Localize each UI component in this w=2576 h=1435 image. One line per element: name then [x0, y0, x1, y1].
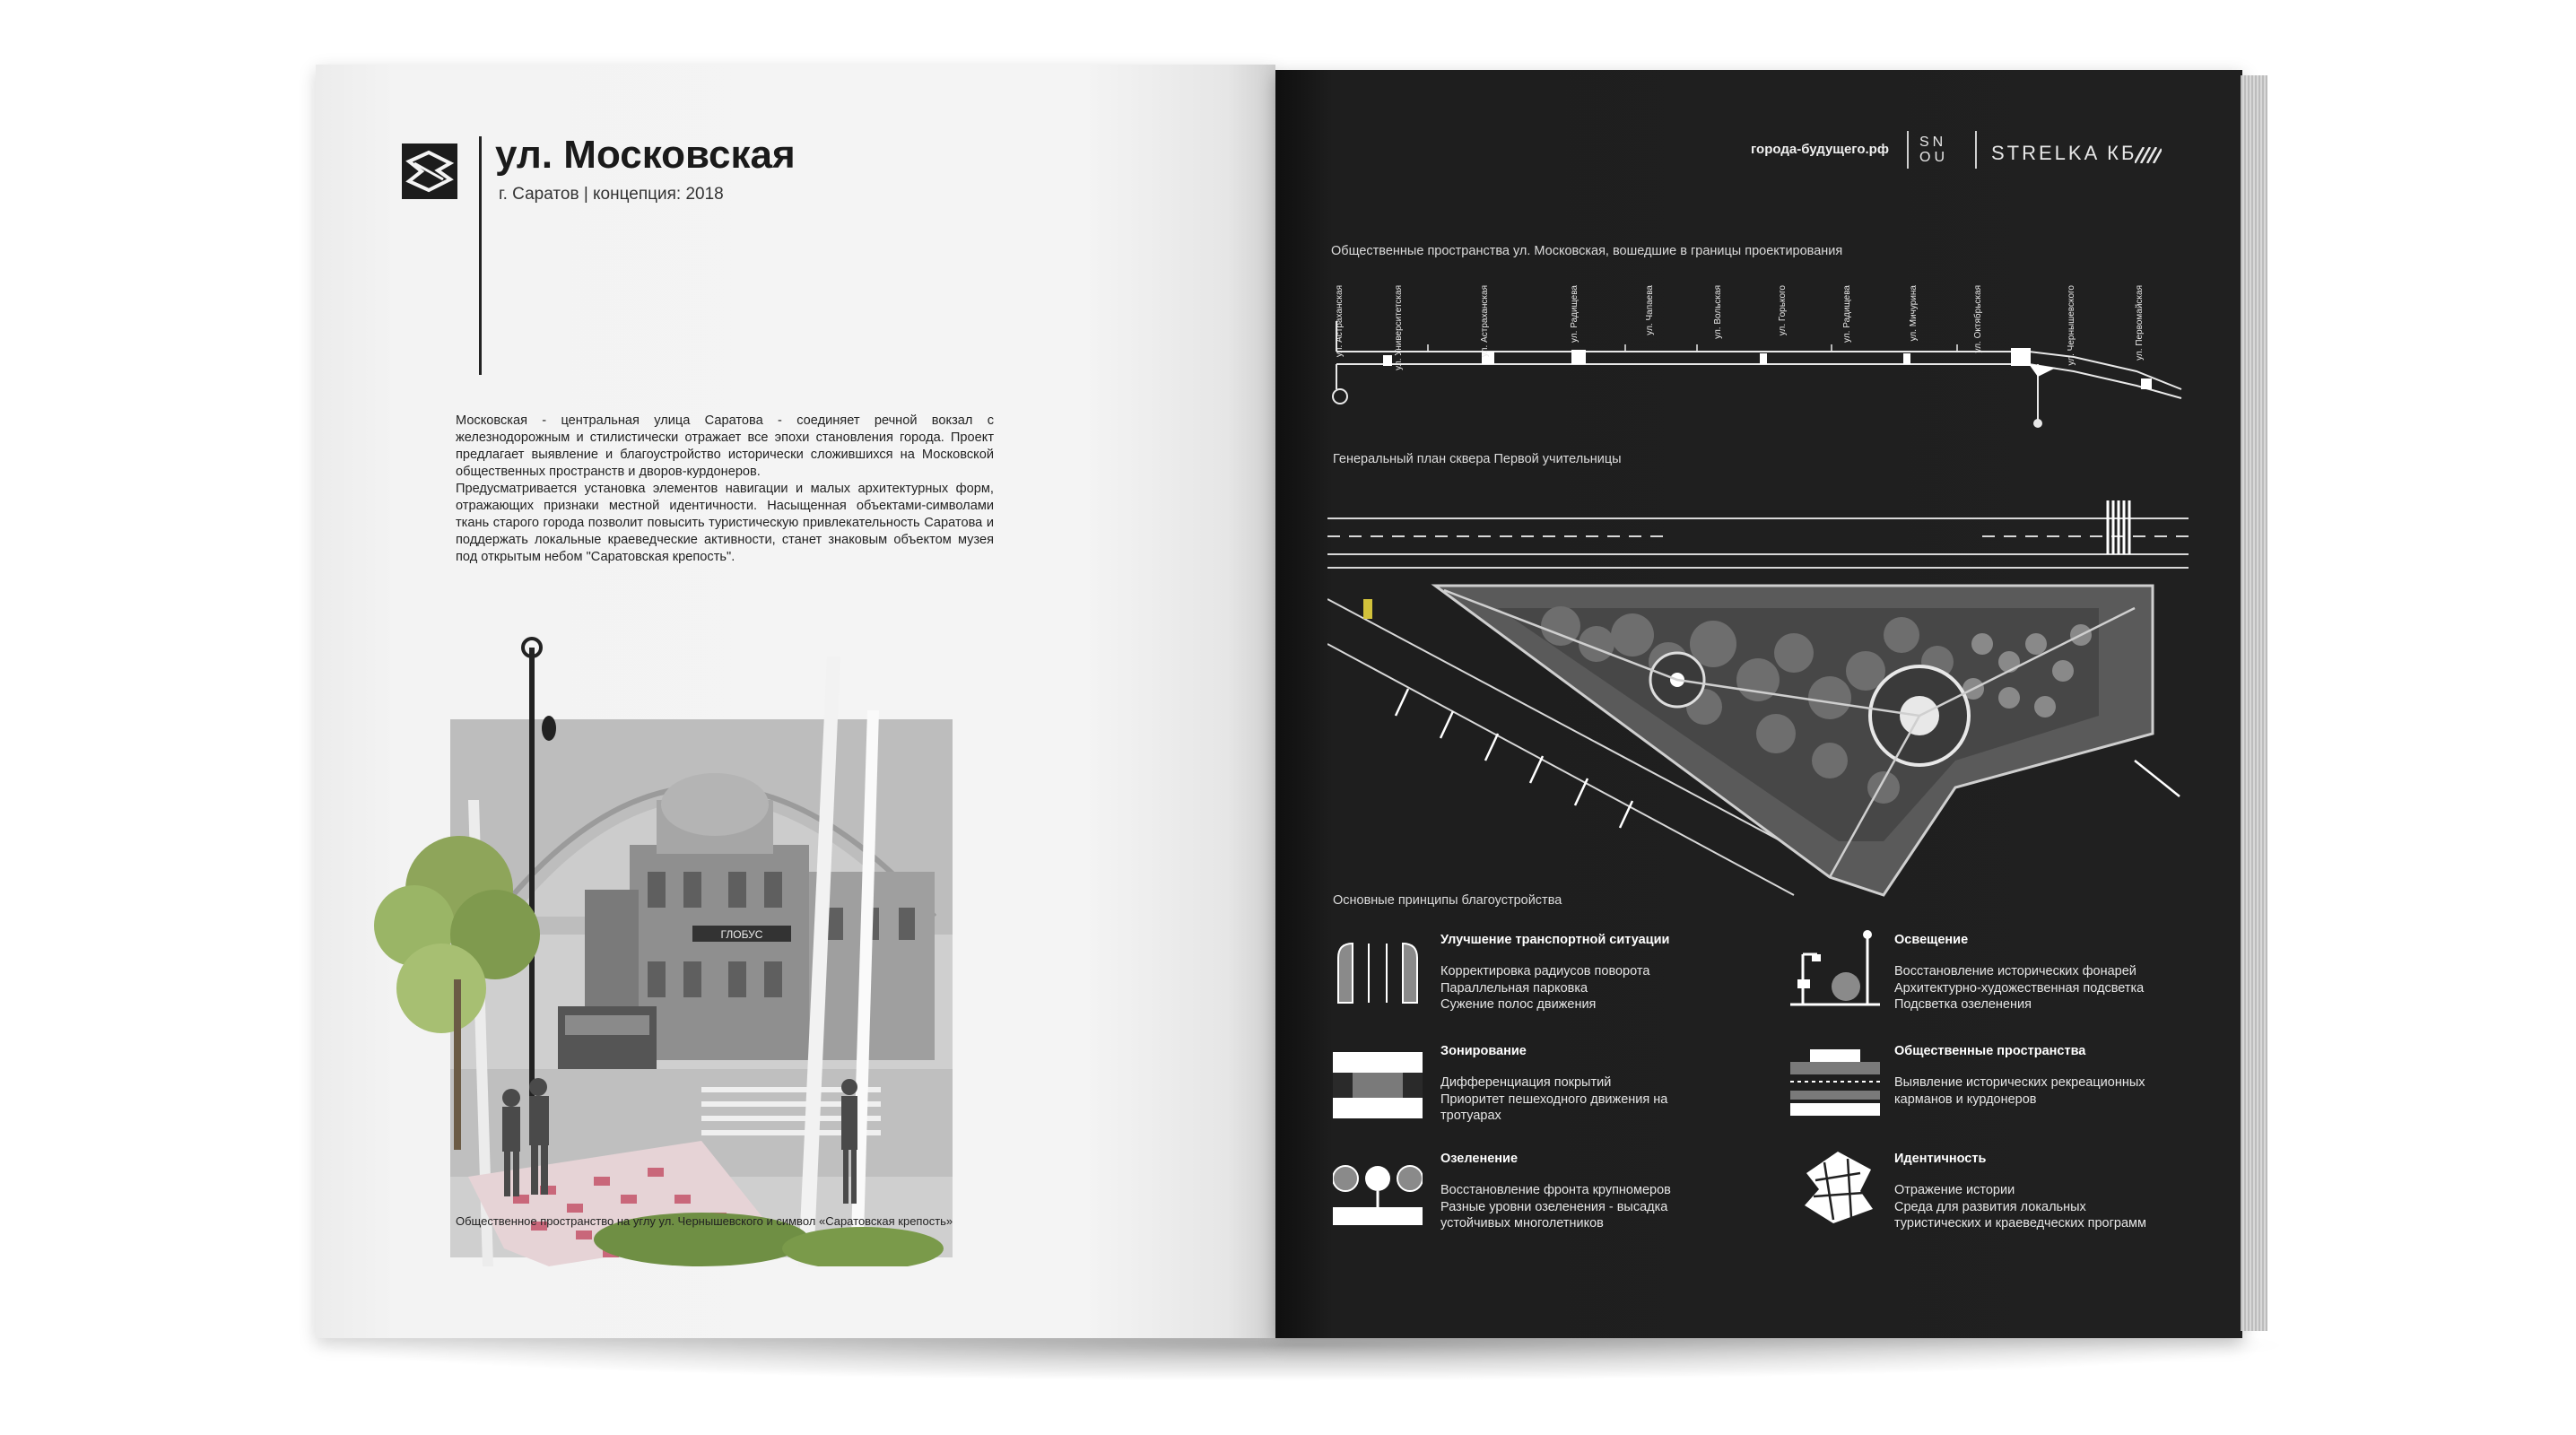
principle-public-spaces: Общественные пространства Выявление исто…: [1894, 1044, 2145, 1108]
principle-line: Восстановление исторических фонарей: [1894, 964, 2137, 978]
principle-line: Приоритет пешеходного движения на: [1440, 1091, 1668, 1107]
street-label: ул. Чернышевского: [2067, 285, 2076, 366]
principle-line: Параллельная парковка: [1440, 980, 1588, 996]
square-masterplan: [1327, 465, 2189, 935]
street-label: ул. Вольская: [1713, 285, 1723, 339]
principle-title: Зонирование: [1440, 1044, 1527, 1058]
principle-title: Улучшение транспортной ситуации: [1440, 933, 1670, 947]
principle-line: Выявление исторических рекреационных: [1894, 1075, 2145, 1090]
principle-line: тротуарах: [1440, 1109, 1501, 1123]
principle-line: Дифференциация покрытий: [1440, 1075, 1612, 1090]
identity-icon: [1797, 1146, 1878, 1231]
street-name-labels: ул. Астраханская ул. Университетская ул.…: [1329, 285, 2190, 370]
page-title: ул. Московская: [495, 133, 796, 177]
strelka-mark-icon: [2133, 146, 2163, 168]
street-scheme: ул. Астраханская ул. Университетская ул.…: [1329, 285, 2190, 442]
principle-line: туристических и краеведческих программ: [1894, 1216, 2146, 1231]
snou-line: OU: [1919, 150, 1948, 165]
title-rule: [479, 136, 482, 375]
header-divider: [1907, 131, 1909, 169]
street-label: ул. Радищева: [1570, 285, 1580, 343]
principle-line: Корректировка радиусов поворота: [1440, 964, 1650, 978]
transport-icon: [1333, 940, 1423, 1013]
section-label-spaces: Общественные пространства ул. Московская…: [1331, 244, 1843, 258]
intro-text: Московская - центральная улица Саратова …: [456, 413, 994, 566]
intro-paragraph: Московская - центральная улица Саратова …: [456, 413, 994, 479]
street-label: ул. Университетская: [1394, 285, 1404, 370]
principle-title: Освещение: [1894, 933, 1969, 947]
street-collage: ГЛОБУС: [361, 621, 988, 1270]
street-label: ул. Горького: [1778, 285, 1788, 336]
principle-line: Разные уровни озеленения - высадка: [1440, 1199, 1668, 1214]
header-url: города-будущего.рф: [1751, 142, 1889, 157]
header-strelka-logo: STRELKA КБ: [1991, 142, 2137, 164]
street-label: ул. Радищева: [1842, 285, 1852, 343]
principle-lighting: Освещение Восстановление исторических фо…: [1894, 933, 2144, 1013]
principle-line: Восстановление фронта крупномеров: [1440, 1183, 1671, 1197]
principle-line: устойчивых многолетников: [1440, 1216, 1604, 1231]
header-divider: [1975, 131, 1977, 169]
principle-title: Идентичность: [1894, 1152, 1987, 1166]
public-space-icon: [1790, 1049, 1880, 1126]
street-label: ул. Мичурина: [1909, 285, 1919, 342]
street-label: ул. Первомайская: [2135, 285, 2145, 361]
zoning-icon: [1332, 1049, 1423, 1126]
collage-caption: Общественное пространство на углу ул. Че…: [456, 1214, 953, 1228]
principle-title: Общественные пространства: [1894, 1044, 2086, 1058]
principle-greening: Озеленение Восстановление фронта крупном…: [1440, 1152, 1671, 1232]
principle-line: Подсветка озеленения: [1894, 997, 2032, 1012]
principle-line: Отражение истории: [1894, 1183, 2015, 1197]
intro-paragraph: Предусматривается установка элементов на…: [456, 482, 994, 564]
page-subtitle: г. Саратов | концепция: 2018: [499, 185, 724, 204]
section-label-principles: Основные принципы благоустройства: [1333, 893, 1562, 908]
principle-line: Среда для развития локальных: [1894, 1199, 2086, 1214]
city-logo-icon: [402, 144, 457, 199]
shop-sign: ГЛОБУС: [721, 928, 763, 941]
principle-transport: Улучшение транспортной ситуации Корректи…: [1440, 933, 1669, 1013]
principle-line: Архитектурно-художественная подсветка: [1894, 980, 2145, 996]
principle-zoning: Зонирование Дифференциация покрытий Прио…: [1440, 1044, 1667, 1125]
right-page: города-будущего.рф SN OU STRELKA КБ Обще…: [1275, 70, 2242, 1338]
principle-line: карманов и курдонеров: [1894, 1091, 2037, 1107]
street-label: ул. Астраханская: [1335, 285, 1345, 358]
principle-identity: Идентичность Отражение истории Среда для…: [1894, 1152, 2146, 1232]
principle-title: Озеленение: [1440, 1152, 1519, 1166]
street-label: ул. Астраханская: [1480, 285, 1490, 358]
lighting-icon: [1790, 927, 1880, 1013]
street-label: ул. Чапаева: [1645, 285, 1655, 335]
left-page: ул. Московская г. Саратов | концепция: 2…: [316, 65, 1275, 1338]
page-stack-edge: [2241, 75, 2267, 1331]
header-snou-logo: SN OU: [1919, 135, 1948, 165]
greening-icon: [1332, 1159, 1423, 1231]
street-label: ул. Октябрьская: [1973, 285, 1983, 353]
snou-line: SN: [1919, 135, 1947, 150]
section-label-masterplan: Генеральный план сквера Первой учительни…: [1333, 452, 1622, 466]
principle-line: Сужение полос движения: [1440, 997, 1597, 1012]
